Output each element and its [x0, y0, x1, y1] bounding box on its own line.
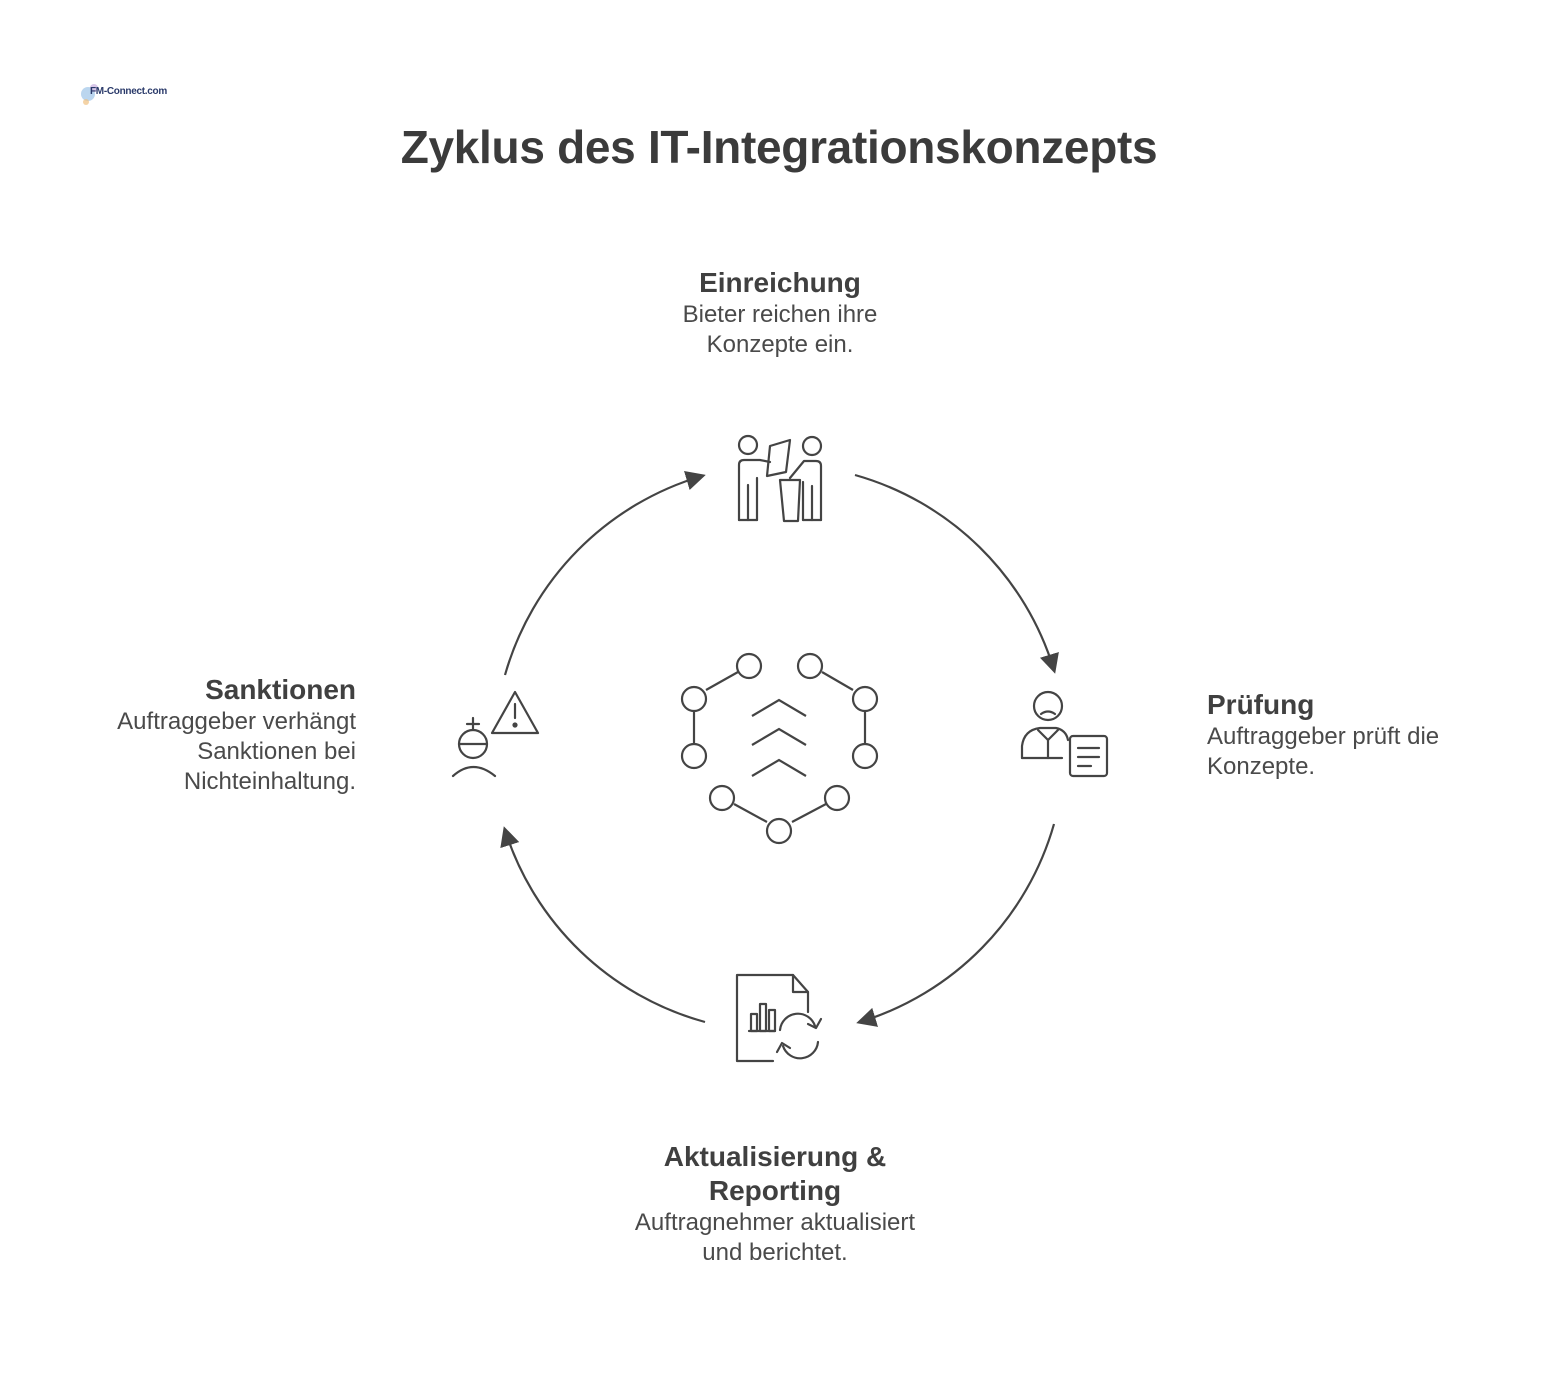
step-title: Aktualisierung & Reporting	[663, 1141, 887, 1206]
logo: FM-Connect.com	[76, 74, 167, 114]
logo-text: FM-Connect.com	[90, 86, 167, 97]
reviewer-document-icon	[1020, 690, 1109, 778]
arrow-aktualisierung-to-sanktionen	[500, 826, 706, 1024]
handover-document-icon	[737, 434, 823, 523]
arrow-sanktionen-to-einreichung	[503, 470, 706, 676]
report-refresh-icon	[735, 973, 823, 1063]
step-description: Auftraggeber prüft die Konzepte.	[1207, 723, 1440, 780]
step-description: Auftraggeber verhängt Sanktionen bei Nic…	[117, 708, 356, 795]
step-einreichung: Einreichung Bieter reichen ihre Konzepte…	[580, 266, 980, 360]
step-pruefung: Prüfung Auftraggeber prüft die Konzepte.	[1207, 688, 1537, 782]
cycle-hexagon-chevrons-icon	[680, 652, 879, 845]
person-warning-icon	[451, 690, 540, 778]
step-aktualisierung-reporting: Aktualisierung & Reporting Auftragnehmer…	[565, 1140, 985, 1268]
arrow-pruefung-to-aktualisierung	[856, 823, 1056, 1027]
page-title: Zyklus des IT-Integrationskonzepts	[400, 121, 1158, 173]
step-description: Bieter reichen ihre Konzepte ein.	[682, 301, 878, 358]
logo-splash-icon	[81, 84, 98, 105]
step-title: Einreichung	[699, 267, 861, 298]
step-title: Sanktionen	[205, 674, 356, 705]
step-description: Auftragnehmer aktualisiert und berichtet…	[634, 1209, 916, 1266]
step-title: Prüfung	[1207, 689, 1315, 720]
arrow-einreichung-to-pruefung	[854, 473, 1059, 674]
step-sanktionen: Sanktionen Auftraggeber verhängt Sanktio…	[40, 673, 356, 797]
